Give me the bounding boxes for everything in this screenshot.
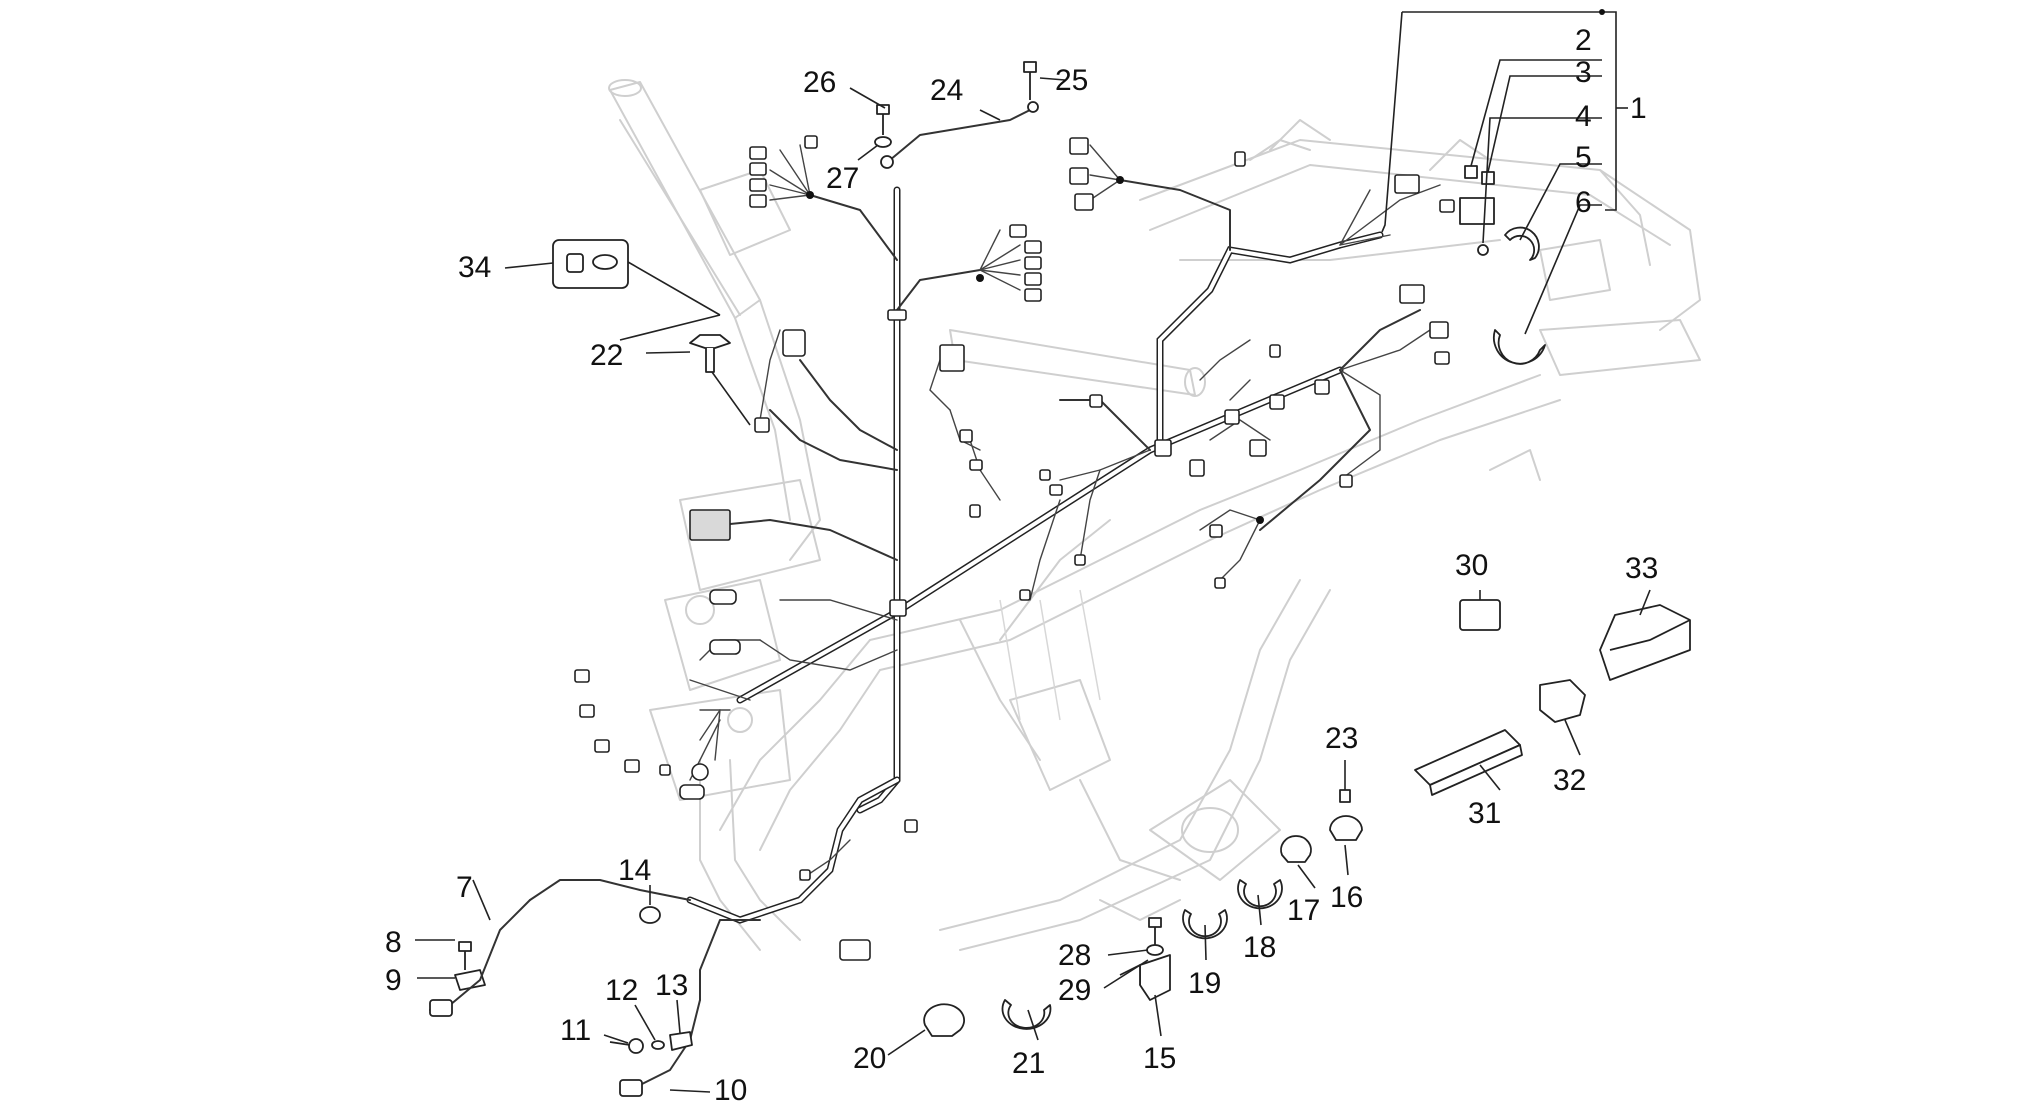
callout-21: 21 [1012,1047,1045,1080]
scooter-frame [608,79,1701,951]
callout-13: 13 [655,969,688,1002]
callout-4: 4 [1575,100,1592,133]
callout-10: 10 [714,1074,747,1107]
callout-11: 11 [560,1014,591,1047]
callout-3: 3 [1575,56,1592,89]
callout-24: 24 [930,74,963,107]
callout-1: 1 [1630,92,1647,125]
callout-23: 23 [1325,722,1358,755]
callout-33: 33 [1625,552,1658,585]
callout-25: 25 [1055,64,1088,97]
callout-14: 14 [618,854,651,887]
leader-lines [415,9,1651,1093]
callout-22: 22 [590,339,623,372]
callout-8: 8 [385,926,402,959]
callout-28: 28 [1058,939,1091,972]
callout-32: 32 [1553,764,1586,797]
callout-30: 30 [1455,549,1488,582]
callout-numbers: 1 2 3 4 5 6 7 8 9 10 11 12 13 14 15 16 1… [385,24,1658,1107]
callout-19: 19 [1188,967,1221,1000]
callout-31: 31 [1468,797,1501,830]
callout-34: 34 [458,251,491,284]
callout-16: 16 [1330,881,1363,914]
harness-connectors [574,135,1455,961]
callout-15: 15 [1143,1042,1176,1075]
callout-17: 17 [1287,894,1320,927]
main-wiring-harness [529,144,1441,1001]
callout-29: 29 [1058,974,1091,1007]
callout-18: 18 [1243,931,1276,964]
callout-2: 2 [1575,24,1592,57]
callout-7: 7 [456,871,473,904]
callout-27: 27 [826,162,859,195]
callout-20: 20 [853,1042,886,1075]
callout-12: 12 [605,974,638,1007]
callout-6: 6 [1575,186,1592,219]
callout-5: 5 [1575,141,1592,174]
callout-26: 26 [803,66,836,99]
callout-9: 9 [385,964,402,997]
